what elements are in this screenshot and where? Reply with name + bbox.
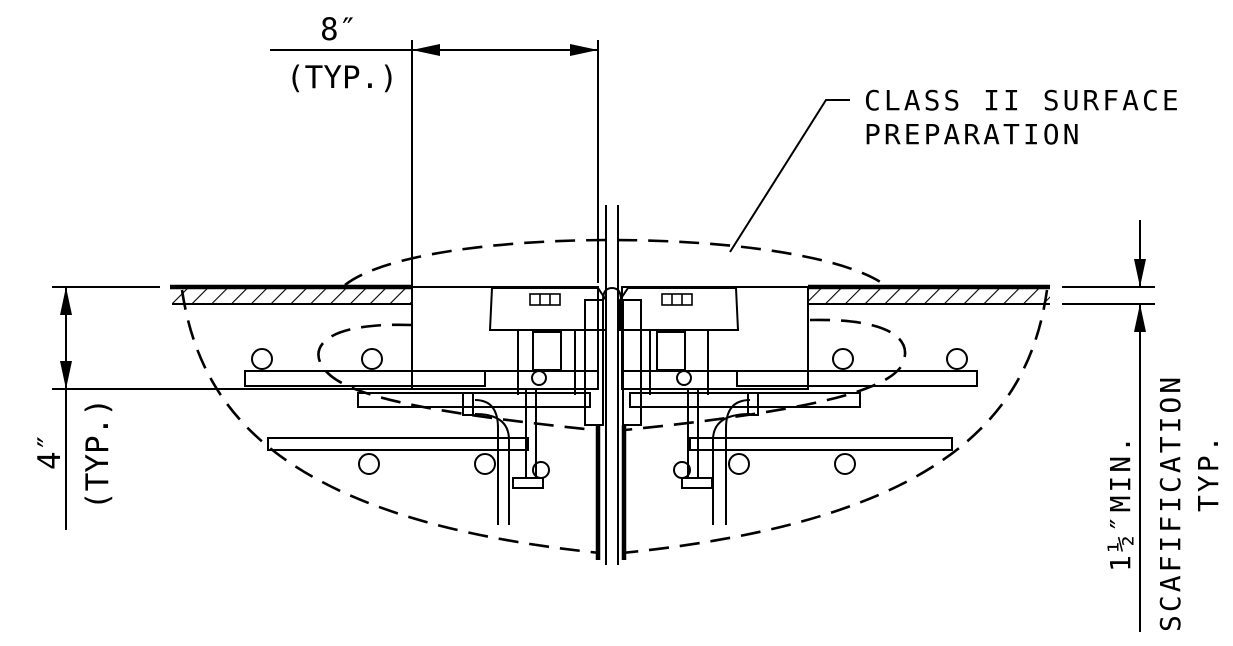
scarification-min-label: 1½″MIN. [1104,433,1137,572]
scarification-outline-right [621,289,1049,555]
reinforcement-left [244,348,601,560]
joint-rail-left [488,287,607,426]
inner-prep-outline-left [317,323,596,432]
depth-typ-label: (TYP.) [80,398,116,510]
width-typ-label: (TYP.) [286,60,398,96]
surface-preparation-outline [344,238,886,287]
reinforcement-right [621,348,978,560]
joint-rail-right [619,287,740,426]
compression-seal [602,286,622,301]
callout-label-line2: PREPARATION [864,118,1082,151]
scarification-dimension [1062,220,1155,632]
deck-surface-right [808,284,1050,305]
scarification-outline-left [180,289,601,555]
scarification-label-line2: TYP. [1192,433,1225,512]
deck-surface-left [170,284,412,305]
depth-dimension-label: 4″ [32,433,68,470]
scarification-label-line1: SCAFIFICATION [1154,374,1187,632]
callout-leader [729,99,850,253]
width-dimension-label: 8″ [320,12,357,48]
inner-prep-outline-right [624,318,907,432]
callout-label-line1: CLASS II SURFACE [864,84,1182,117]
blockout-left [411,286,599,390]
width-dimension [270,40,599,287]
depth-dimension [52,286,412,530]
